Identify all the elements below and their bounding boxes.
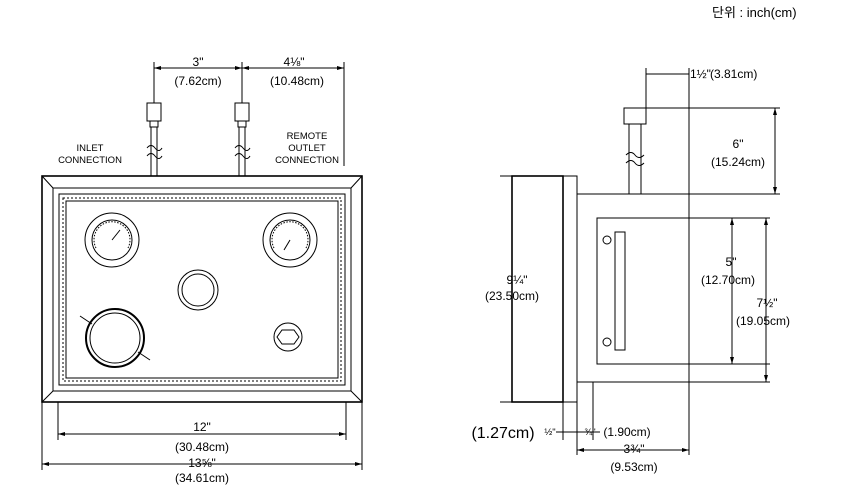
dim-bracket-cm: (12.70cm) xyxy=(701,273,755,287)
dim-mount-in: 7½" xyxy=(757,296,778,310)
dim-flange-in: ½" xyxy=(544,427,555,438)
dim-height-cm: (23.50cm) xyxy=(485,289,539,303)
outlet-label-line2: OUTLET xyxy=(288,143,326,154)
door-flange xyxy=(562,175,578,403)
door-gasket xyxy=(58,193,346,386)
outlet-label-line1: REMOTE xyxy=(287,131,328,142)
dim-flange-cm: (1.27cm) xyxy=(471,425,534,442)
outlet-pipe xyxy=(234,102,251,176)
outlet-label-line3: CONNECTION xyxy=(275,155,339,166)
valve-knob xyxy=(79,308,151,368)
side-view: 1½" (3.81cm) 6" (15.24cm) 9¼" (23.50cm) … xyxy=(471,67,790,474)
side-pipe xyxy=(623,107,647,194)
inlet-label-line1: INLET xyxy=(77,143,104,154)
dim-height-in: 9¼" xyxy=(507,273,528,287)
dim-outlet-offset-cm: (10.48cm) xyxy=(270,74,324,88)
dim-outer-width-in: 13⅝" xyxy=(188,456,216,470)
dim-pipe-height-cm: (15.24cm) xyxy=(711,155,765,169)
pressure-gauge-left xyxy=(84,212,140,268)
dim-gap-cm: (1.90cm) xyxy=(603,425,650,439)
dim-depth-in: 3¾" xyxy=(624,442,645,456)
dim-pipe-offset-cm: (3.81cm) xyxy=(710,67,757,81)
dim-inner-width-in: 12" xyxy=(193,420,211,434)
top-dimensions xyxy=(153,62,345,166)
bottom-dimensions xyxy=(41,402,363,470)
hex-plug xyxy=(273,322,303,352)
dim-outer-width-cm: (34.61cm) xyxy=(175,471,229,485)
dim-inlet-spacing-in: 3" xyxy=(193,55,204,69)
center-port xyxy=(177,269,219,311)
dim-bracket-in: 5" xyxy=(726,255,737,269)
unit-label: 단위 : inch(cm) xyxy=(712,5,797,20)
pressure-gauge-right xyxy=(262,212,318,268)
dim-depth-cm: (9.53cm) xyxy=(610,460,657,474)
dim-pipe-offset-in: 1½" xyxy=(690,67,711,81)
dim-mount-cm: (19.05cm) xyxy=(736,314,790,328)
dim-inner-width-cm: (30.48cm) xyxy=(175,440,229,454)
mounting-bracket xyxy=(596,217,690,365)
dim-outlet-offset-in: 4⅛" xyxy=(284,55,305,69)
dim-pipe-height-in: 6" xyxy=(733,137,744,151)
front-view: INLET CONNECTION REMOTE OUTLET CONNECTIO… xyxy=(41,55,363,485)
cabinet-outer-frame xyxy=(41,175,363,403)
dim-inlet-spacing-cm: (7.62cm) xyxy=(174,74,221,88)
inlet-pipe xyxy=(146,102,163,176)
back-box xyxy=(576,193,690,383)
inlet-label-line2: CONNECTION xyxy=(58,155,122,166)
cabinet-inner-frame xyxy=(52,187,352,392)
dim-gap-in: ¾" xyxy=(584,427,595,438)
